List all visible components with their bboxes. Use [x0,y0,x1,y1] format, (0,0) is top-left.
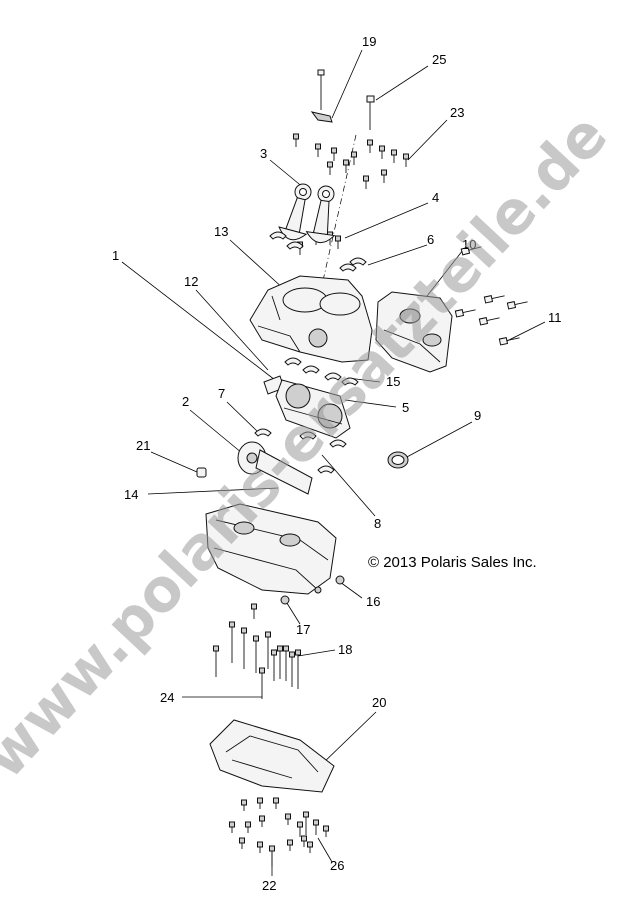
case-bolt [241,627,247,669]
rod-bolt [331,147,337,161]
case-bolt [229,621,235,663]
case-bolt [265,631,271,669]
cylinder-head-cover [375,291,453,373]
callout-16: 16 [366,594,380,609]
rod-bolt [363,175,369,189]
drain-plugs [280,575,345,605]
case-bolt [253,635,259,673]
connecting-rods [278,183,336,244]
rod-bolt [381,169,387,183]
dowel-pin [196,467,207,478]
callout-14: 14 [124,487,138,502]
callout-21: 21 [136,438,150,453]
callout-7: 7 [218,386,225,401]
pan-bolt [239,837,245,849]
callout-8: 8 [374,516,381,531]
pan-bolt [307,841,313,853]
case-bolt [277,645,283,679]
case-bolt [283,645,289,681]
callout-2: 2 [182,394,189,409]
callout-6: 6 [427,232,434,247]
bolts-11 [454,246,528,346]
callout-labels: 19 25 23 3 4 13 6 10 1 12 11 15 7 5 2 9 … [112,34,562,893]
pan-bolt [297,821,303,837]
callout-23: 23 [450,105,464,120]
case-bolt [213,645,219,677]
pan-bolt [323,825,329,837]
callout-10: 10 [462,237,476,252]
leader-lines [121,49,546,876]
callout-19: 19 [362,34,376,49]
bearing-shells [254,231,367,474]
callout-18: 18 [338,642,352,657]
oil-pan [209,719,335,793]
callout-24: 24 [160,690,174,705]
rod-bolt [315,143,321,157]
pan-bolt [303,811,309,835]
case-bolt [295,649,301,689]
lower-crankcase [205,503,337,595]
balance-shaft [237,441,313,495]
watermark-text: www.polaris-ersatzteile.de [0,101,621,792]
case-bolt [289,651,295,687]
pan-bolt [241,799,247,811]
callout-22: 22 [262,878,276,893]
pan-bolt [257,797,263,809]
pan-bolt [269,845,275,867]
case-bolts [213,603,301,699]
callout-20: 20 [372,695,386,710]
pan-bolt [257,841,263,853]
callout-12: 12 [184,274,198,289]
copyright-text: © 2013 Polaris Sales Inc. [368,554,537,571]
pan-bolt [287,839,293,851]
callout-17: 17 [296,622,310,637]
crankshaft [263,375,351,439]
pan-bolt [301,835,307,847]
pan-bolt [229,821,235,833]
rod-bolt [293,133,299,147]
bolt-25 [366,95,375,130]
pan-bolt [273,797,279,809]
case-bolt [251,603,257,619]
callout-11: 11 [548,310,562,325]
rod-bolt [343,159,349,173]
callout-4: 4 [432,190,439,205]
callout-13: 13 [214,224,228,239]
pan-bolts [229,797,329,867]
case-bolt [271,649,277,681]
rod-bolt [351,151,357,165]
rod-bolt [327,161,333,175]
callout-26: 26 [330,858,344,873]
rod-bolt [335,235,341,249]
pan-bolt [245,821,251,833]
callout-9: 9 [474,408,481,423]
pan-bolt [313,819,319,835]
callout-25: 25 [432,52,446,67]
callout-3: 3 [260,146,267,161]
upper-crankcase [249,275,373,363]
pan-bolt [285,813,291,825]
case-bolt [259,667,265,699]
callout-15: 15 [386,374,400,389]
callout-1: 1 [112,248,119,263]
rod-bolt [403,153,409,167]
rod-bolts [293,133,409,255]
bolt-19 [310,69,333,123]
pan-bolt [259,815,265,827]
rod-bolt [391,149,397,163]
oil-seal [387,451,409,469]
callout-5: 5 [402,400,409,415]
rod-bolt [367,139,373,153]
rod-bolt [379,145,385,159]
